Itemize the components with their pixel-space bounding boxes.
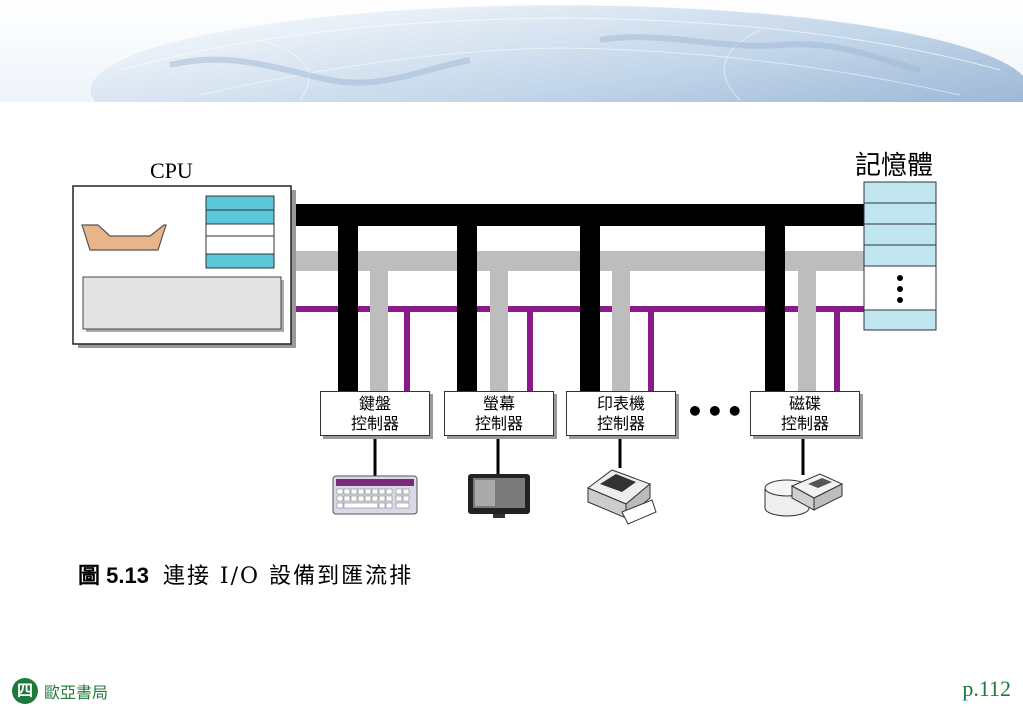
controller-line2: 控制器 [596, 414, 645, 433]
controller-line1: 螢幕 [482, 394, 515, 413]
keyboard-controller: 鍵盤 控制器 [320, 391, 430, 436]
data-bus [296, 204, 866, 226]
monitor-icon [468, 474, 530, 518]
cpu-registers [205, 195, 275, 269]
printer-icon [587, 469, 657, 525]
address-bus-drops [370, 271, 816, 392]
monitor-controller: 螢幕 控制器 [444, 391, 554, 436]
controller-line2: 控制器 [474, 414, 523, 433]
controller-line1: 印表機 [596, 394, 645, 413]
controller-line1: 鍵盤 [358, 394, 391, 413]
disk-icon [764, 473, 844, 517]
globe-banner [0, 0, 1023, 102]
publisher: 四 歐亞書局 [12, 678, 108, 704]
control-bus-drops [404, 312, 840, 392]
controller-line2: 控制器 [780, 414, 829, 433]
controller-line2: 控制器 [350, 414, 399, 433]
device-connectors [373, 437, 805, 476]
printer-controller: 印表機 控制器 [566, 391, 676, 436]
alu-icon [81, 224, 167, 251]
figure-number: 圖 5.13 [78, 563, 149, 588]
figure-caption: 圖 5.13 連接 I/O 設備到匯流排 [78, 558, 413, 590]
figure-title: 連接 I/O 設備到匯流排 [162, 564, 414, 589]
control-unit [82, 276, 282, 330]
memory-label: 記憶體 [855, 151, 934, 181]
memory-block [863, 181, 937, 331]
publisher-name: 歐亞書局 [44, 683, 109, 702]
disk-controller: 磁碟 控制器 [750, 391, 860, 436]
cpu-label: CPU [150, 158, 193, 183]
data-bus-drops [338, 226, 785, 392]
page-number: p.112 [962, 676, 1011, 701]
controller-line1: 磁碟 [788, 394, 821, 413]
keyboard-icon [332, 475, 418, 515]
ellipsis: ••• [686, 395, 746, 428]
publisher-logo-icon: 四 [12, 678, 38, 704]
